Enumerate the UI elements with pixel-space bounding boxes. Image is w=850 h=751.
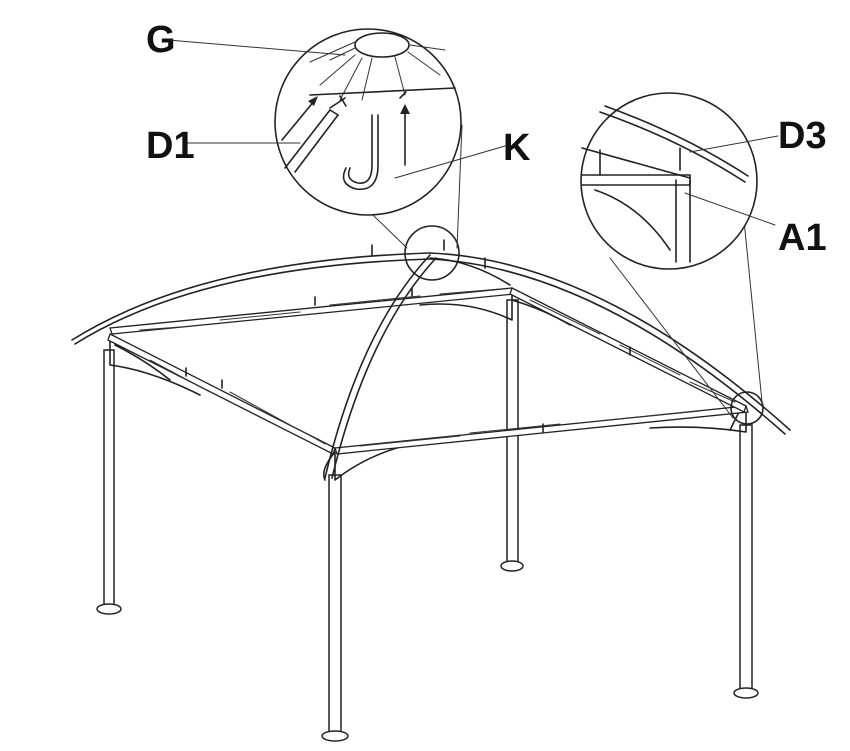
brace-front-left [109, 334, 201, 396]
label-k: K [503, 127, 531, 169]
arch-left [71, 252, 431, 341]
post-front-middle [328, 474, 342, 734]
top-beams [107, 287, 749, 455]
arch-d3 [599, 105, 749, 183]
foot-back [500, 560, 524, 572]
label-d1: D1 [146, 125, 195, 167]
post-right [739, 424, 753, 691]
detail-inset-hub [274, 28, 462, 216]
detail-inset-corner [580, 92, 758, 270]
brace-right [649, 407, 747, 433]
arch-back-short [429, 257, 511, 286]
hub-rod [309, 87, 456, 96]
brace-back [419, 291, 513, 321]
beam-front-right [334, 405, 749, 455]
arch-front [324, 254, 431, 479]
post-front-left [103, 349, 115, 606]
leader-lines [167, 39, 779, 226]
roof-arches [71, 239, 791, 479]
foot-front-middle [321, 730, 349, 742]
corner-braces [109, 291, 747, 481]
label-g: G [146, 19, 176, 61]
roof-hub-detail-circle [404, 225, 460, 281]
label-a1: A1 [778, 217, 827, 259]
gazebo-frame [71, 225, 791, 742]
beam-back-right [509, 287, 747, 413]
arrow-up-d1 [281, 99, 316, 141]
foot-right [733, 687, 759, 699]
post-a1 [675, 179, 691, 263]
hook-k [342, 114, 379, 191]
pole-d1 [284, 109, 339, 173]
beam-front-left [107, 333, 336, 455]
arch-right [429, 252, 791, 431]
hub-cap [354, 32, 410, 58]
foot-front-left [96, 603, 122, 615]
label-d3: D3 [778, 115, 827, 157]
